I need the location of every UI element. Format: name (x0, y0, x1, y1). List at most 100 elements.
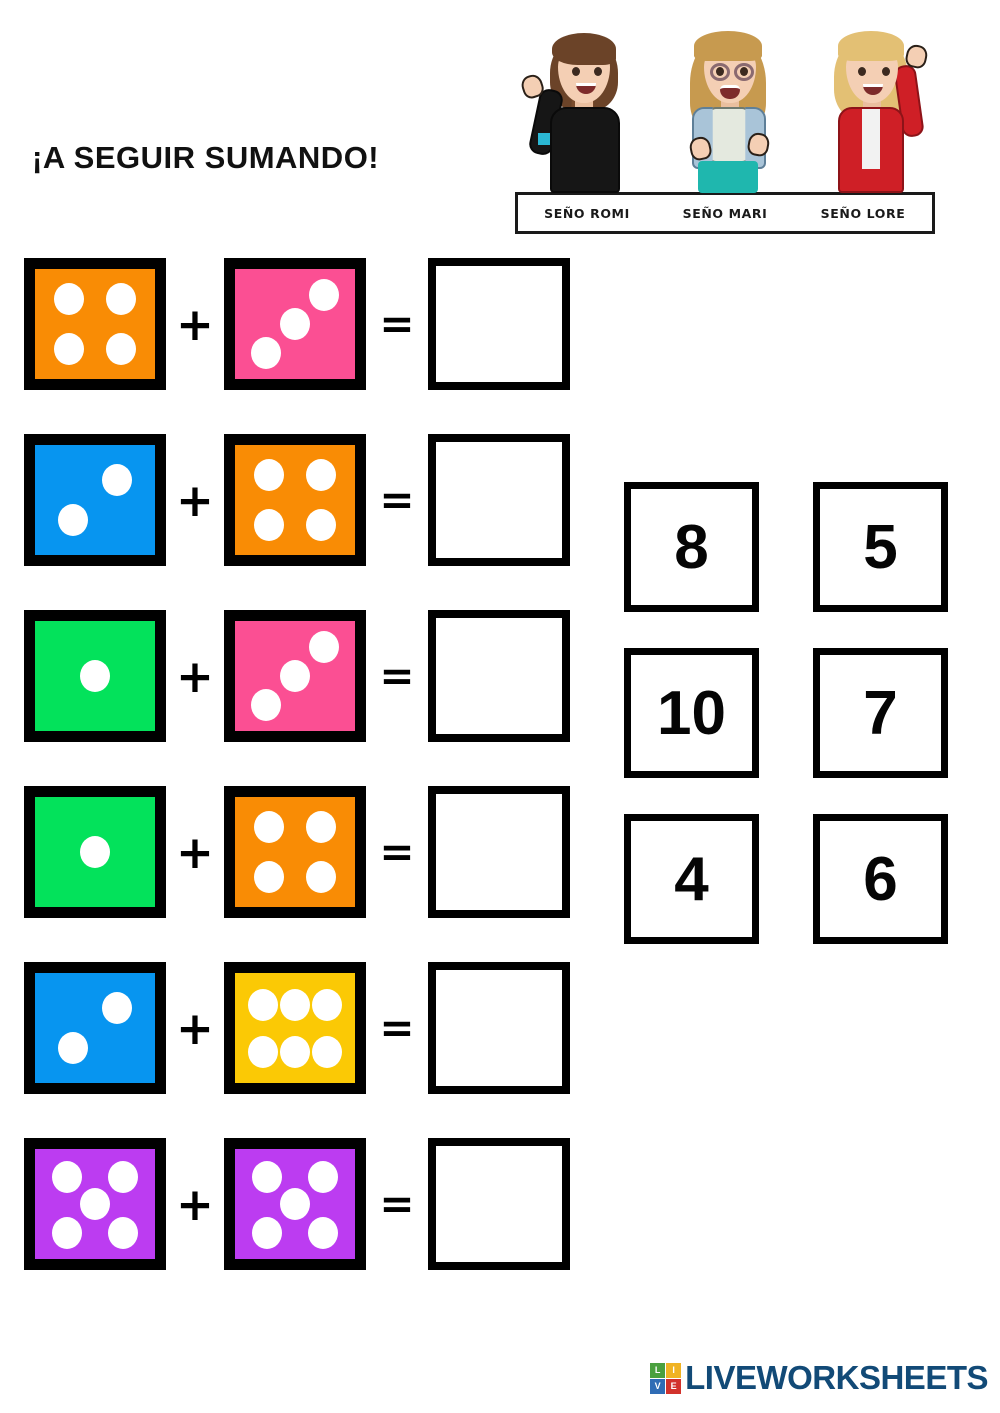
die-pip (253, 509, 284, 542)
logo-tile-l: L (650, 1362, 666, 1378)
die-right-1 (224, 258, 366, 390)
equals-operator: = (379, 475, 415, 524)
page-title: ¡A SEGUIR SUMANDO! (32, 140, 380, 175)
teacher-name-mari: SEÑO MARI (682, 205, 768, 221)
answer-input-3[interactable] (428, 610, 570, 742)
logo-wordmark: LIVEWORKSHEETS (685, 1359, 988, 1396)
equation-row: += (24, 258, 570, 390)
equals-operator: = (379, 1179, 415, 1228)
die-pip (280, 1036, 310, 1069)
logo-tile-i: I (666, 1362, 682, 1378)
equation-row: += (24, 1138, 570, 1270)
teacher-avatar-mari (664, 21, 792, 193)
plus-operator: + (176, 1177, 214, 1231)
equals-operator: = (379, 651, 415, 700)
plus-operator: + (176, 825, 214, 879)
teacher-illustrations (512, 18, 944, 193)
equals-operator: = (379, 1003, 415, 1052)
answer-bank-option[interactable]: 5 (813, 482, 948, 612)
die-pip (280, 660, 310, 692)
die-pip (307, 1216, 338, 1249)
die-pip (52, 1160, 83, 1193)
equation-row: += (24, 434, 570, 566)
hair-front-shape (694, 31, 762, 61)
die-right-2 (224, 434, 366, 566)
equation-row: += (24, 962, 570, 1094)
die-left-2 (24, 434, 166, 566)
die-pip (107, 1216, 138, 1249)
answer-bank-option[interactable]: 10 (624, 648, 759, 778)
die-pip (247, 1036, 278, 1069)
logo-tiles: L I V E (650, 1362, 682, 1394)
answer-input-5[interactable] (428, 962, 570, 1094)
answer-bank-option[interactable]: 6 (813, 814, 948, 944)
die-right-6 (224, 1138, 366, 1270)
die-pip (312, 1036, 343, 1069)
die-right-4 (224, 786, 366, 918)
skirt-shape (698, 161, 758, 193)
die-pip (53, 333, 84, 366)
die-right-5 (224, 962, 366, 1094)
die-pip (80, 1188, 110, 1220)
plus-operator: + (176, 649, 214, 703)
die-pip (308, 631, 339, 664)
die-pip (247, 988, 278, 1021)
answer-bank-row: 10 7 (624, 648, 948, 778)
glasses-icon (710, 63, 730, 81)
shirt-shape (708, 107, 750, 163)
die-pip (252, 1160, 283, 1193)
equation-row: += (24, 610, 570, 742)
die-pip (251, 688, 282, 721)
answer-bank-option[interactable]: 8 (624, 482, 759, 612)
die-left-5 (24, 962, 166, 1094)
answer-bank-option[interactable]: 7 (813, 648, 948, 778)
die-pip (280, 308, 310, 340)
die-pip (312, 988, 343, 1021)
logo-tile-v: V (650, 1378, 666, 1394)
liveworksheets-logo: L I V E LIVEWORKSHEETS (650, 1359, 988, 1397)
teacher-avatar-lore (808, 21, 936, 193)
eye-shape (882, 67, 890, 76)
die-pip (308, 279, 339, 312)
answer-input-4[interactable] (428, 786, 570, 918)
glasses-icon (734, 63, 754, 81)
equals-operator: = (379, 299, 415, 348)
die-pip (306, 810, 337, 843)
answer-input-6[interactable] (428, 1138, 570, 1270)
inner-shirt-shape (862, 109, 880, 169)
teacher-banner: SEÑO ROMI SEÑO MARI SEÑO LORE (512, 18, 944, 234)
answer-bank-option[interactable]: 4 (624, 814, 759, 944)
die-left-3 (24, 610, 166, 742)
plus-operator: + (176, 473, 214, 527)
hair-front-shape (838, 31, 904, 61)
die-left-1 (24, 258, 166, 390)
equals-operator: = (379, 827, 415, 876)
die-pip (253, 810, 284, 843)
die-pip (307, 1160, 338, 1193)
die-left-6 (24, 1138, 166, 1270)
teacher-name-romi: SEÑO ROMI (544, 205, 630, 221)
answer-input-1[interactable] (428, 258, 570, 390)
mouth-shape (720, 85, 740, 99)
eye-shape (858, 67, 866, 76)
answer-input-2[interactable] (428, 434, 570, 566)
die-pip (58, 1031, 89, 1064)
die-pip (52, 1216, 83, 1249)
eye-shape (594, 67, 602, 76)
die-pip (306, 458, 337, 491)
die-pip (101, 992, 132, 1025)
plus-operator: + (176, 297, 214, 351)
mouth-shape (863, 84, 883, 95)
thumbs-up-hand-icon (746, 131, 771, 158)
die-pip (280, 1188, 310, 1220)
logo-tile-e: E (666, 1378, 682, 1394)
die-pip (106, 282, 137, 315)
equation-row: += (24, 786, 570, 918)
die-pip (106, 333, 137, 366)
die-pip (58, 503, 89, 536)
die-pip (101, 464, 132, 497)
die-pip (80, 836, 110, 868)
torso-shape (550, 107, 620, 193)
